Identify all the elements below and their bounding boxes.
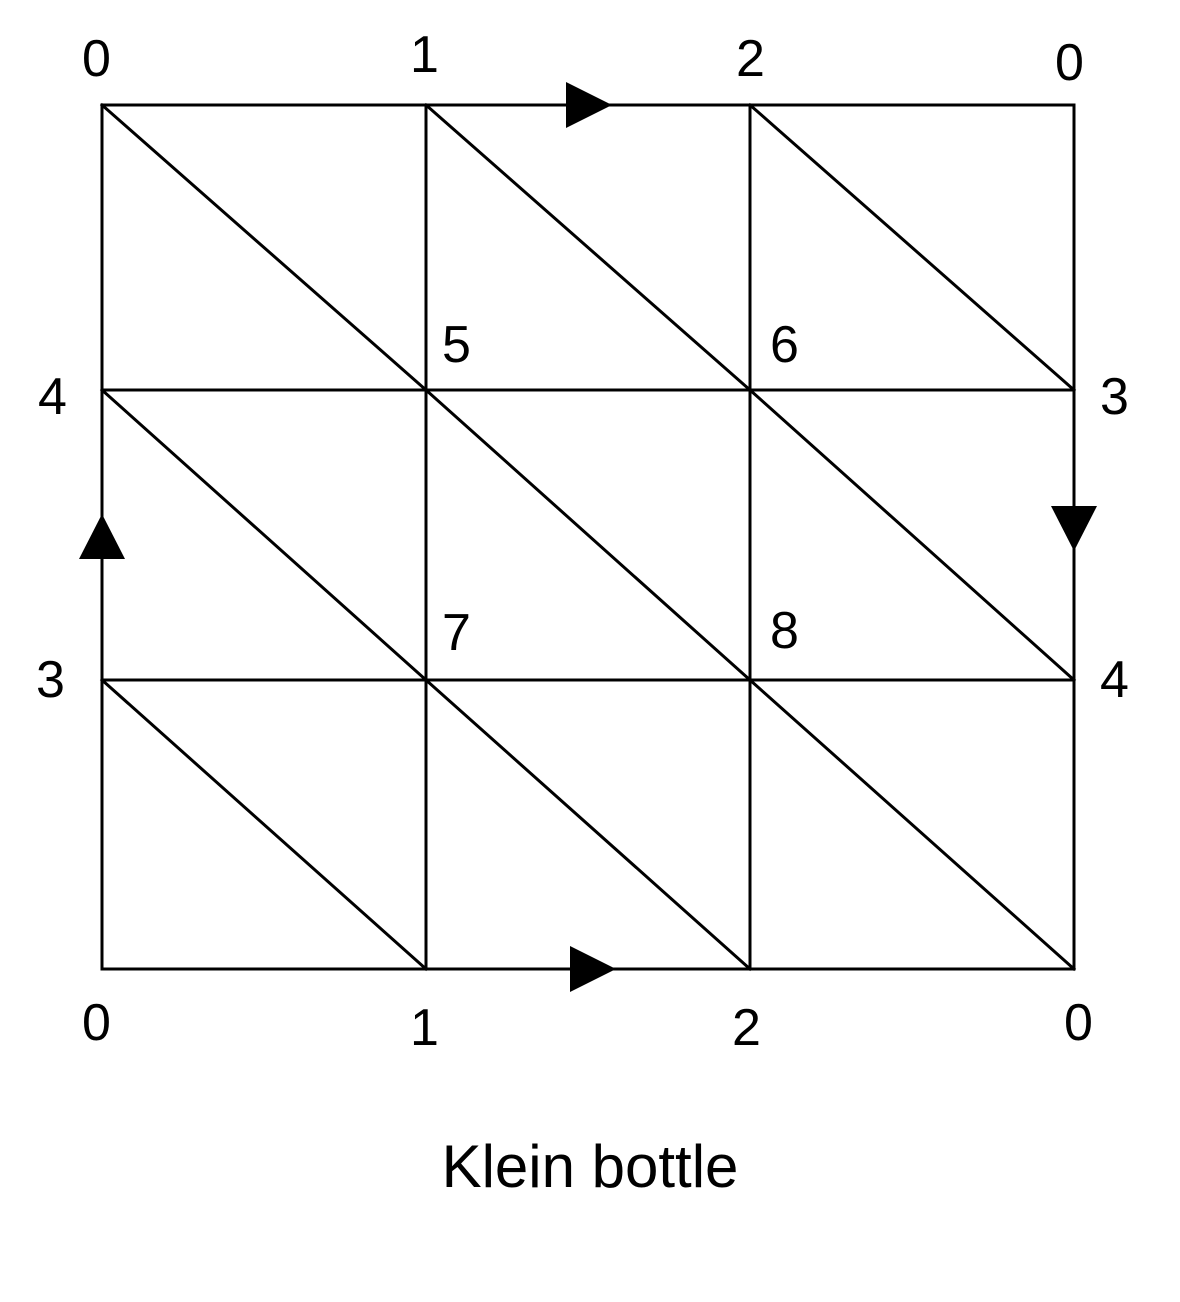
diagonal-edge [99, 677, 429, 972]
vertex-label-top-left: 0 [82, 30, 111, 88]
diagonal-edge [99, 387, 429, 683]
diagram-caption: Klein bottle [442, 1133, 739, 1200]
vertex-label-top-1: 1 [410, 26, 439, 84]
arrow-up-icon [79, 514, 125, 559]
arrow-right-icon [566, 82, 612, 128]
vertex-label-top-right: 0 [1055, 34, 1084, 92]
diagonal-edge [747, 387, 1077, 683]
vertex-label-inner-7: 7 [442, 604, 471, 662]
vertex-label-left-lower: 3 [36, 651, 65, 709]
diagonal-edge [423, 102, 753, 393]
vertex-label-inner-8: 8 [770, 602, 799, 660]
vertex-label-bottom-1: 1 [410, 999, 439, 1057]
arrow-right-icon [570, 946, 616, 992]
diagonal-edge [99, 102, 429, 393]
diagonal-edge [747, 677, 1077, 972]
arrow-down-icon [1051, 506, 1097, 551]
diagonal-edge [423, 387, 753, 683]
vertex-label-left-upper: 4 [38, 368, 67, 426]
vertex-label-inner-5: 5 [442, 316, 471, 374]
vertex-label-bottom-2: 2 [732, 999, 761, 1057]
diagonal-edge [423, 677, 753, 972]
vertex-label-bottom-right: 0 [1064, 994, 1093, 1052]
diagonal-edge [747, 102, 1077, 393]
vertex-label-inner-6: 6 [770, 316, 799, 374]
vertex-label-top-2: 2 [736, 30, 765, 88]
vertex-label-right-upper: 3 [1100, 368, 1129, 426]
vertex-label-right-lower: 4 [1100, 651, 1129, 709]
vertex-label-bottom-left: 0 [82, 994, 111, 1052]
